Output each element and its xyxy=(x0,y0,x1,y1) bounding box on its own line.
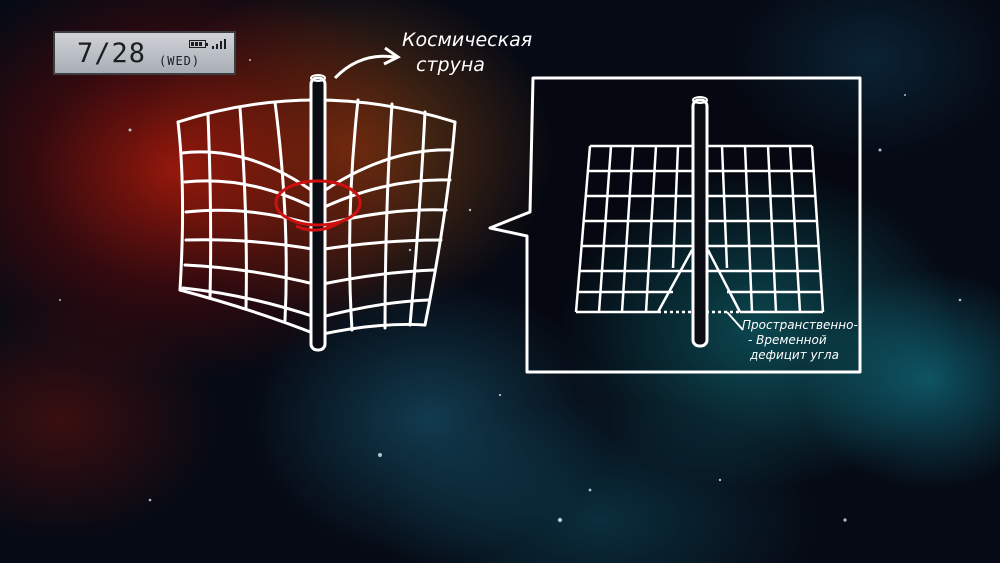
angle-deficit-label-line2: - Временной xyxy=(748,333,827,347)
deficit-highlight-marker xyxy=(274,179,362,232)
battery-icon xyxy=(189,40,208,48)
stars xyxy=(59,59,962,523)
angle-deficit-label-line1: Пространственно- xyxy=(742,318,858,332)
angle-deficit-label-line3: дефицит угла xyxy=(750,348,839,362)
cosmic-string-label-line1: Космическая xyxy=(402,29,533,51)
cosmic-string-left xyxy=(309,74,327,352)
arrow-to-label xyxy=(333,54,396,80)
weekday-text: (WED) xyxy=(159,54,201,68)
deficit-pointer xyxy=(726,311,744,331)
date-text: 7/28 xyxy=(77,38,147,69)
straight-spacetime-grid xyxy=(574,144,825,314)
date-status-display: 7/28 (WED) xyxy=(53,31,236,75)
cosmic-string-label-line2: струна xyxy=(416,54,485,76)
cosmic-string-label: Космическая струна xyxy=(402,28,532,78)
angle-deficit-label: Пространственно- - Временной дефицит угл… xyxy=(742,318,858,363)
signal-icon xyxy=(212,39,226,49)
cosmic-string-right xyxy=(691,96,709,348)
